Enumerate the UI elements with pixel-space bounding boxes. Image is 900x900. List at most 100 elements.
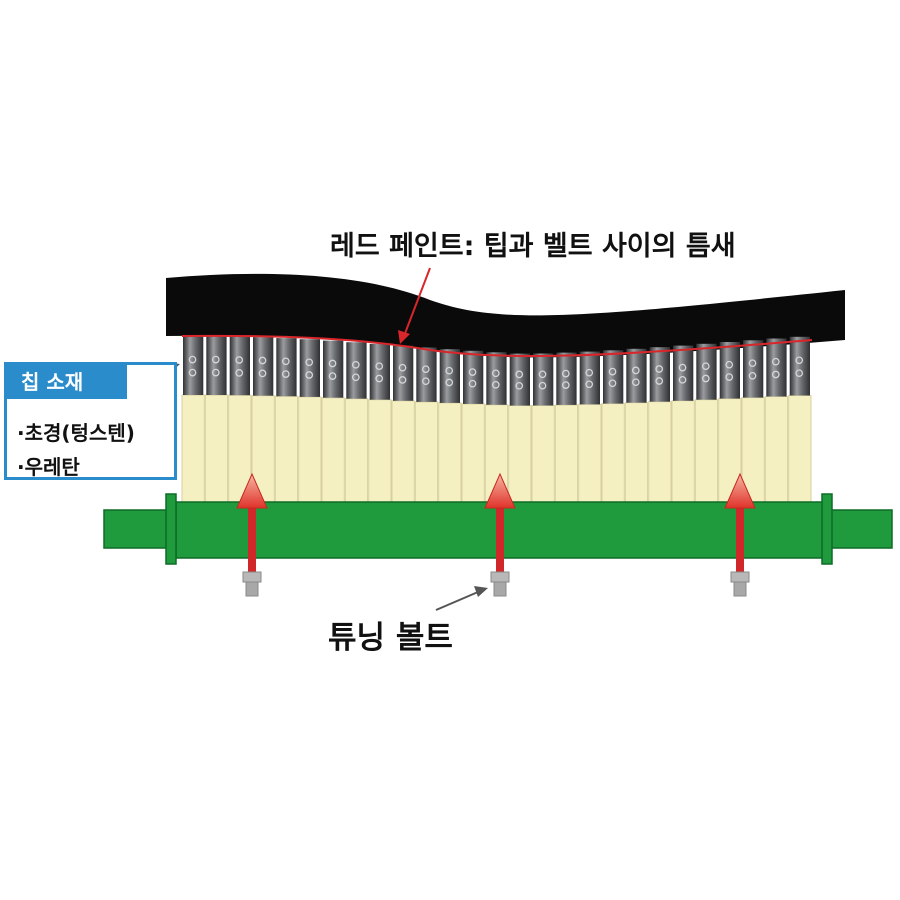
tip-rivet [515, 381, 524, 390]
adjust-arrow-head [236, 472, 268, 509]
tip-rivet [748, 371, 757, 380]
bolt-nut [242, 571, 262, 583]
tip-rivet [795, 356, 804, 365]
tip-rivet [375, 362, 384, 371]
urethane-blade [391, 400, 415, 503]
blade-segment [531, 353, 555, 503]
carbide-tip [603, 350, 624, 404]
blade-segment [368, 343, 392, 503]
tip-rivet [211, 355, 220, 364]
blade-segment [204, 336, 229, 503]
carbide-tip [299, 339, 320, 397]
blade-segment [718, 342, 742, 503]
tip-rivet [631, 366, 640, 375]
tip-rivet [678, 375, 687, 384]
tuning-bolt [724, 472, 756, 597]
carbide-tip [486, 352, 507, 405]
tip-rivet [328, 359, 337, 368]
blade-segment [228, 336, 252, 503]
carbide-tip [463, 350, 484, 404]
carbide-tip [626, 348, 647, 403]
carbide-tip [743, 340, 764, 398]
blade-segment [578, 351, 602, 503]
urethane-blade [648, 401, 672, 503]
blade-segment [344, 342, 369, 503]
tip-rivet [771, 370, 780, 379]
conveyor-belt [166, 273, 845, 358]
tip-rivet [421, 365, 430, 374]
tip-rivet [235, 356, 244, 364]
tip-rivet [445, 366, 454, 375]
urethane-blade [601, 403, 625, 503]
tip-rivet [608, 379, 617, 388]
tuning-bolt-label: 튜닝 볼트 [328, 620, 453, 656]
carbide-tip [439, 349, 460, 403]
adjust-arrow-head [724, 472, 756, 509]
blade-segment [298, 339, 322, 503]
tip-rivet [188, 355, 197, 364]
blade-segments [181, 336, 812, 503]
blade-segment [671, 345, 695, 503]
tip-material-box: 칩 소재 ·초경(텅스텐) ·우레탄 [4, 362, 177, 480]
urethane-blade [624, 402, 649, 503]
urethane-blade [298, 396, 322, 503]
blade-segment [764, 338, 789, 503]
urethane-blade [181, 394, 205, 503]
tip-rivet [655, 365, 664, 373]
tuning-bolt [484, 472, 516, 597]
carbide-tip [579, 351, 600, 405]
carbide-tip [509, 353, 530, 406]
bolt-nut [730, 571, 750, 583]
bolt-nut [490, 571, 510, 583]
tip-rivet [281, 370, 290, 378]
tip-rivet [258, 356, 267, 365]
tip-rivet [258, 369, 267, 378]
carbide-tip [766, 338, 787, 397]
blade-segment [438, 349, 462, 503]
adjust-arrow-head [484, 472, 516, 509]
tip-rivet [211, 368, 220, 377]
urethane-blade [414, 401, 439, 503]
tip-rivet [561, 369, 570, 378]
urethane-blade [554, 404, 579, 503]
tip-material-item-carbide: ·초경(텅스텐) [17, 421, 135, 445]
tip-rivet [188, 368, 197, 377]
blade-segment [274, 338, 299, 503]
callout-arrow-tuning-bolt [435, 586, 488, 611]
carbide-tip [649, 347, 670, 402]
tip-material-heading: 칩 소재 [7, 365, 127, 399]
bolt-end [493, 581, 507, 597]
carbide-tip [556, 352, 577, 405]
carbide-tip [183, 336, 204, 395]
tip-rivet [585, 380, 594, 389]
tip-rivet [771, 357, 780, 366]
carbide-tip [719, 342, 740, 399]
blade-segment [601, 350, 625, 503]
blade-segment [741, 340, 765, 503]
tip-rivet [351, 360, 360, 369]
urethane-blade [531, 405, 555, 503]
carbide-tip [369, 343, 390, 400]
blade-segment [321, 340, 345, 503]
tip-rivet [701, 362, 710, 371]
tip-rivet [491, 380, 500, 389]
blade-segment [181, 336, 205, 503]
tip-rivet [585, 368, 594, 377]
tuning-bolts [236, 472, 756, 597]
tip-rivet [305, 371, 314, 379]
tip-rivet [608, 367, 617, 376]
tip-rivet [328, 372, 337, 380]
tip-rivet [421, 377, 430, 386]
blade-segment [461, 350, 485, 503]
tip-rivet [701, 374, 710, 383]
carbide-tip [789, 336, 810, 396]
urethane-blade [461, 403, 485, 503]
blade-segment [648, 347, 672, 503]
tip-rivet [398, 376, 407, 384]
tip-rivet [795, 369, 804, 378]
tip-rivet [445, 378, 454, 387]
blade-segment [624, 348, 649, 503]
carbide-tip [416, 347, 437, 402]
tip-rivet [538, 370, 547, 379]
urethane-blade [788, 395, 812, 503]
